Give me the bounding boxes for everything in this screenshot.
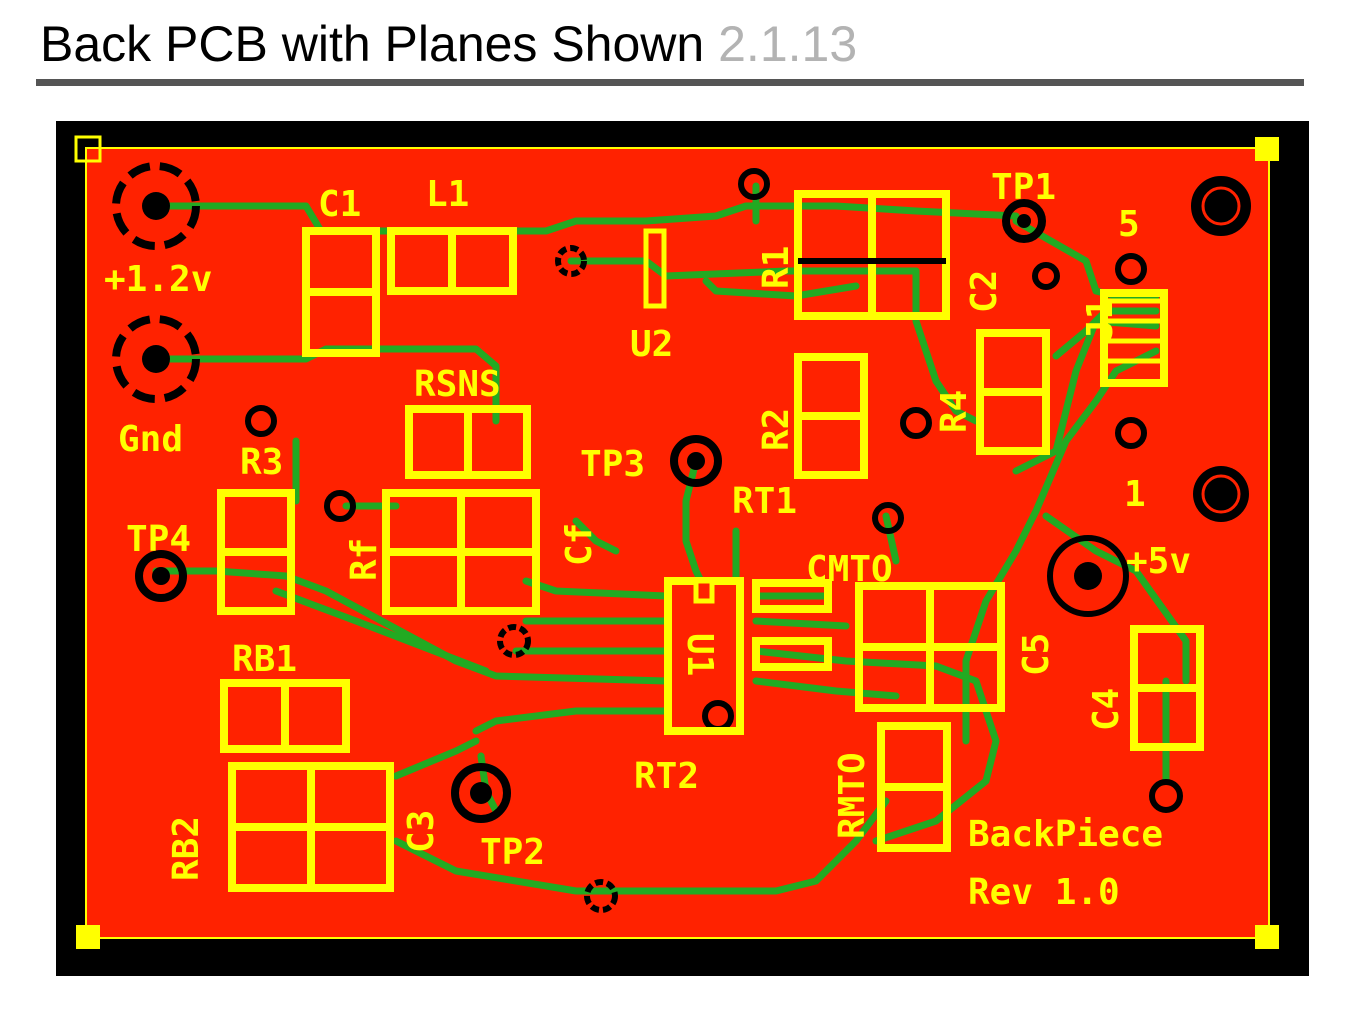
label-v12: +1.2v: [104, 259, 212, 300]
label-r4: R4: [934, 390, 975, 433]
pcb-board-image: +1.2v Gnd C1 L1 U2 R1 C2 TP1 5 J1 RSNS R…: [56, 121, 1309, 976]
label-backpiece: BackPiece: [968, 814, 1163, 855]
label-rb2: RB2: [166, 816, 207, 881]
label-tp2: TP2: [480, 832, 545, 873]
label-rt2: RT2: [634, 756, 699, 797]
label-tp3: TP3: [580, 444, 645, 485]
label-gnd: Gnd: [118, 419, 183, 460]
component-pads: [217, 190, 1204, 892]
title-rule: [36, 79, 1304, 86]
label-c2: C2: [964, 270, 1005, 313]
label-r3: R3: [240, 442, 283, 483]
label-rf: Rf: [344, 538, 385, 581]
label-u1: U1: [679, 633, 720, 676]
page-title: Back PCB with Planes Shown 2.1.13: [40, 14, 857, 74]
label-plus5v: +5v: [1126, 541, 1191, 582]
label-tp1: TP1: [991, 167, 1056, 208]
label-r1: R1: [756, 246, 797, 289]
vias: [112, 162, 1251, 913]
corner-pads: [74, 135, 1279, 949]
label-c3: C3: [401, 810, 442, 853]
silkscreen-labels: +1.2v Gnd C1 L1 U2 R1 C2 TP1 5 J1 RSNS R…: [104, 167, 1191, 913]
label-tp4: TP4: [126, 519, 191, 560]
label-rb1: RB1: [232, 639, 297, 680]
version-number: 2.1.13: [718, 16, 858, 72]
label-j1: J1: [1080, 298, 1121, 341]
title-text: Back PCB with Planes Shown: [40, 16, 705, 72]
label-r2: R2: [756, 408, 797, 451]
label-rt1: RT1: [732, 481, 797, 522]
label-l1: L1: [426, 174, 469, 215]
label-c1: C1: [318, 184, 361, 225]
label-rmto: RMTO: [832, 752, 873, 839]
label-u2: U2: [630, 324, 673, 365]
label-c5: C5: [1016, 633, 1057, 676]
label-one: 1: [1124, 474, 1146, 515]
label-rsns: RSNS: [414, 364, 501, 405]
label-rev: Rev 1.0: [968, 872, 1120, 913]
label-five: 5: [1118, 204, 1140, 245]
label-c4: C4: [1086, 688, 1127, 731]
label-cmto: CMTO: [806, 549, 893, 590]
label-cf: Cf: [559, 523, 600, 566]
